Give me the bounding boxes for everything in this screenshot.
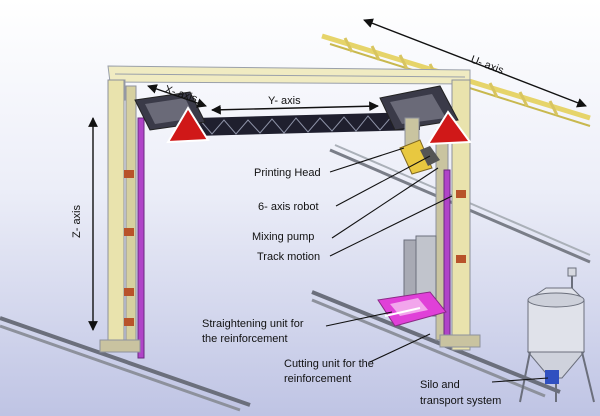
mixing-pump-label: Mixing pump — [252, 231, 314, 243]
z-axis-label: Z- axis — [71, 205, 83, 239]
ground-rail-left — [0, 316, 251, 412]
callout-lines — [325, 147, 549, 383]
straightening-label-line2: the reinforcement — [202, 333, 288, 345]
y-axis-truss — [195, 112, 420, 136]
robot-label: 6- axis robot — [258, 201, 319, 213]
left-carriage — [134, 91, 210, 144]
cutting-label-line2: reinforcement — [284, 373, 351, 385]
u-axis-arrow — [363, 18, 587, 108]
y-axis-label: Y- axis — [268, 95, 301, 107]
silo-label-line1: Silo and — [420, 379, 460, 391]
u-axis-label: U- axis — [469, 54, 506, 78]
printing-head-label: Printing Head — [254, 167, 321, 179]
left-column — [99, 79, 145, 359]
ground-rail-right — [311, 290, 561, 398]
y-axis-arrow — [211, 101, 379, 115]
silo-label-line2: transport system — [420, 395, 501, 407]
straightening-unit — [377, 291, 447, 327]
track-motion-label: Track motion — [257, 251, 320, 263]
x-axis-arrow — [147, 84, 207, 108]
right-column — [435, 79, 481, 351]
straightening-label-line1: Straightening unit for — [202, 318, 304, 330]
silo — [519, 267, 595, 403]
cutting-label-line1: Cutting unit for the — [284, 358, 374, 370]
